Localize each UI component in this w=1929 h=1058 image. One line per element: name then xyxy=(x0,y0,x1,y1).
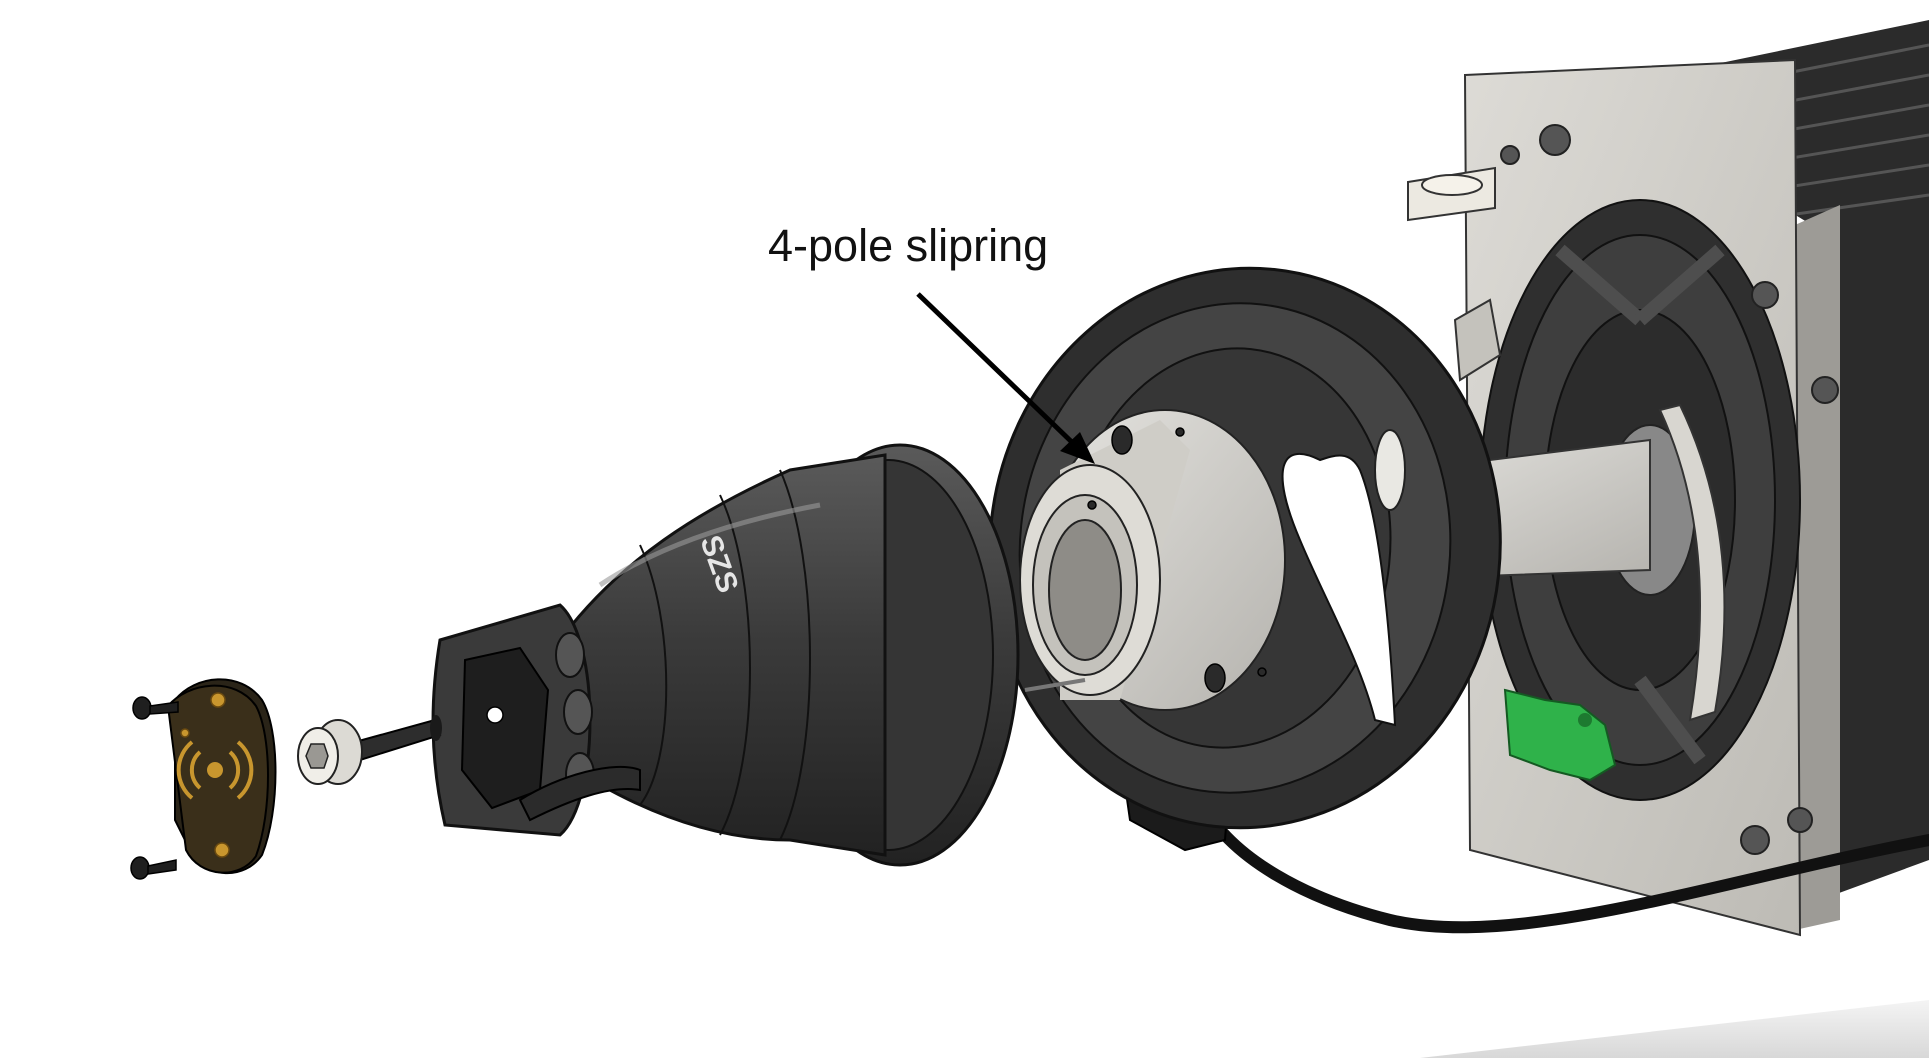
quick-release-hub: SZS xyxy=(431,443,1020,867)
pcb-disc xyxy=(130,678,277,880)
slipring-4-pole xyxy=(1019,409,1286,711)
green-bracket xyxy=(1503,688,1617,782)
ring-cutout xyxy=(1281,453,1397,727)
pcb-screws xyxy=(130,696,179,880)
bolt-spacer xyxy=(297,719,363,785)
callout-label: 4-pole slipring xyxy=(768,220,1049,271)
center-bolt xyxy=(353,715,442,762)
callout-arrow xyxy=(916,292,1095,464)
mounting-tab xyxy=(1407,166,1496,222)
wireless-icon xyxy=(176,740,254,800)
motor-housing xyxy=(1590,20,1929,900)
floor-shadow xyxy=(1420,1000,1929,1058)
hex-socket xyxy=(460,646,550,810)
flange-bolt-holes xyxy=(1500,124,1839,855)
brake-segment xyxy=(1658,403,1726,722)
